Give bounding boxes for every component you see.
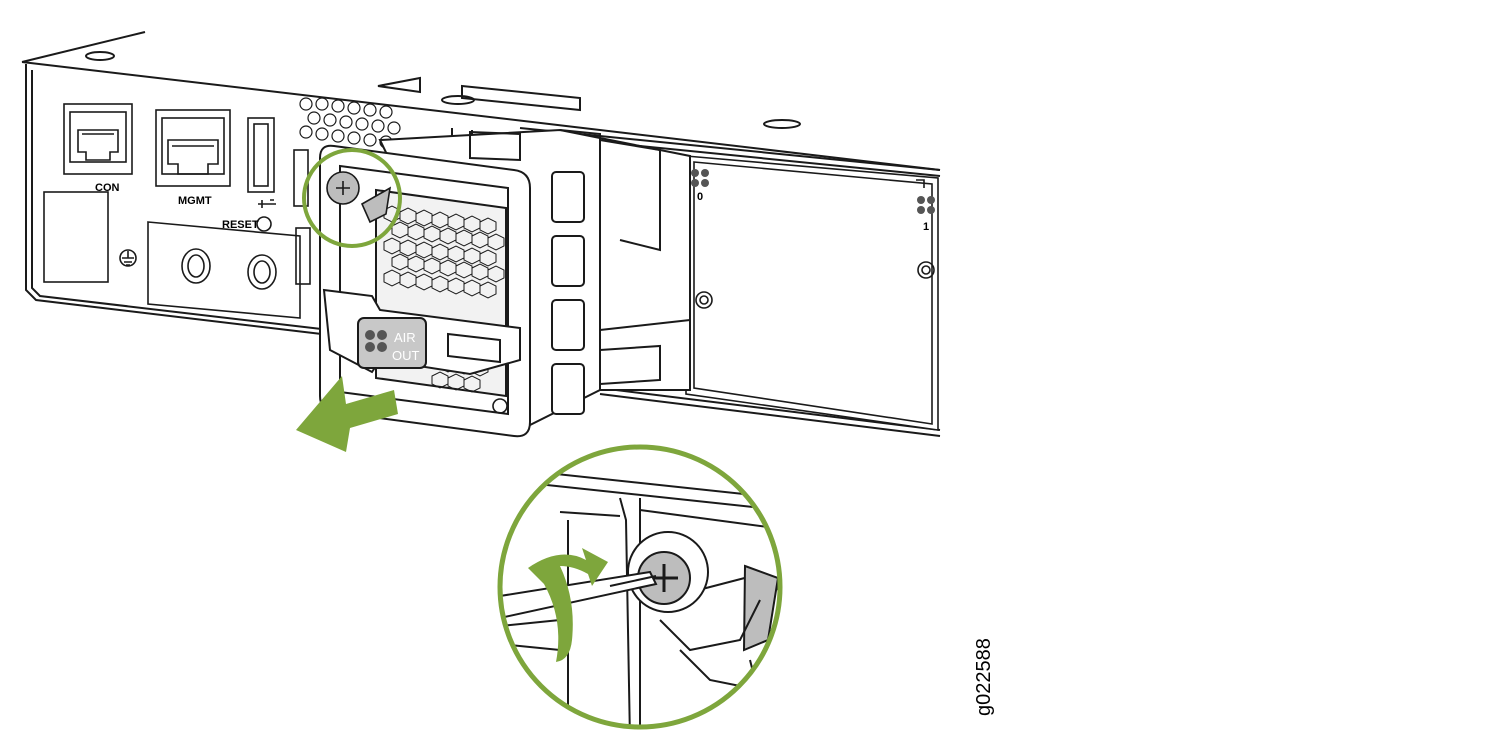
mgmt-port[interactable] — [155, 109, 231, 187]
screw-highlight-circle — [302, 148, 402, 248]
empty-fan-bay — [685, 155, 939, 431]
reset-button[interactable] — [256, 216, 272, 232]
rotation-arrow — [528, 548, 608, 662]
ground-icon — [119, 249, 137, 267]
con-port[interactable] — [63, 103, 133, 175]
module-bottom-screw — [492, 398, 508, 414]
usb-icon — [258, 199, 276, 208]
fan-slot-1-label: 1 — [923, 221, 929, 233]
mgmt-port-label: MGMT — [178, 195, 212, 207]
bay-screw-1 — [695, 291, 713, 309]
con-port-label: CON — [95, 182, 120, 194]
reset-label: RESET — [222, 219, 259, 231]
bay-screw-2 — [917, 261, 935, 279]
fan-icon — [917, 196, 935, 214]
fan-module[interactable] — [319, 128, 691, 438]
fan-icon — [691, 169, 709, 187]
figure-id: g022588 — [973, 638, 995, 716]
screw-icon[interactable] — [326, 171, 392, 224]
vent-pattern — [299, 97, 401, 149]
zoom-detail — [497, 444, 783, 730]
air-out-label-2: OUT — [392, 348, 420, 363]
port-panel — [43, 103, 311, 319]
fan-slot-0-label: 0 — [697, 191, 703, 203]
air-out-label-1: AIR — [394, 330, 416, 345]
fan-icon — [365, 330, 387, 352]
connector-left — [181, 248, 211, 284]
fan-module-handle[interactable] — [322, 288, 521, 376]
connector-right — [247, 254, 277, 290]
removal-arrow — [296, 376, 398, 452]
usb-port[interactable] — [247, 117, 275, 193]
chassis — [21, 31, 941, 437]
